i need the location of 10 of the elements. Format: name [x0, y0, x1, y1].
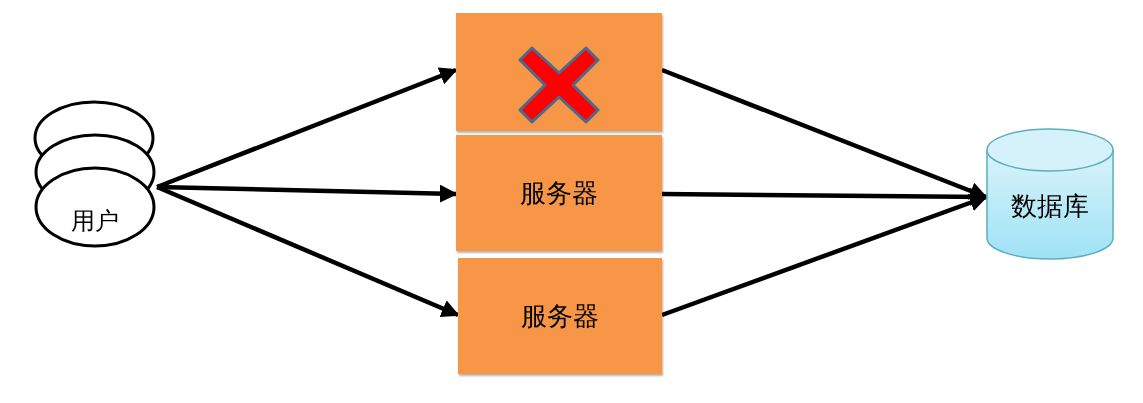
node-label: 数据库 [1011, 190, 1089, 223]
server-box [456, 13, 662, 131]
server-box [458, 258, 662, 374]
node-label: 服务器 [520, 177, 598, 210]
server-box [456, 135, 662, 251]
node-label: 用户 [70, 207, 120, 236]
arrow [661, 194, 988, 318]
node-label: 服务器 [521, 300, 599, 333]
arrow [156, 184, 460, 318]
arrow [156, 184, 458, 203]
